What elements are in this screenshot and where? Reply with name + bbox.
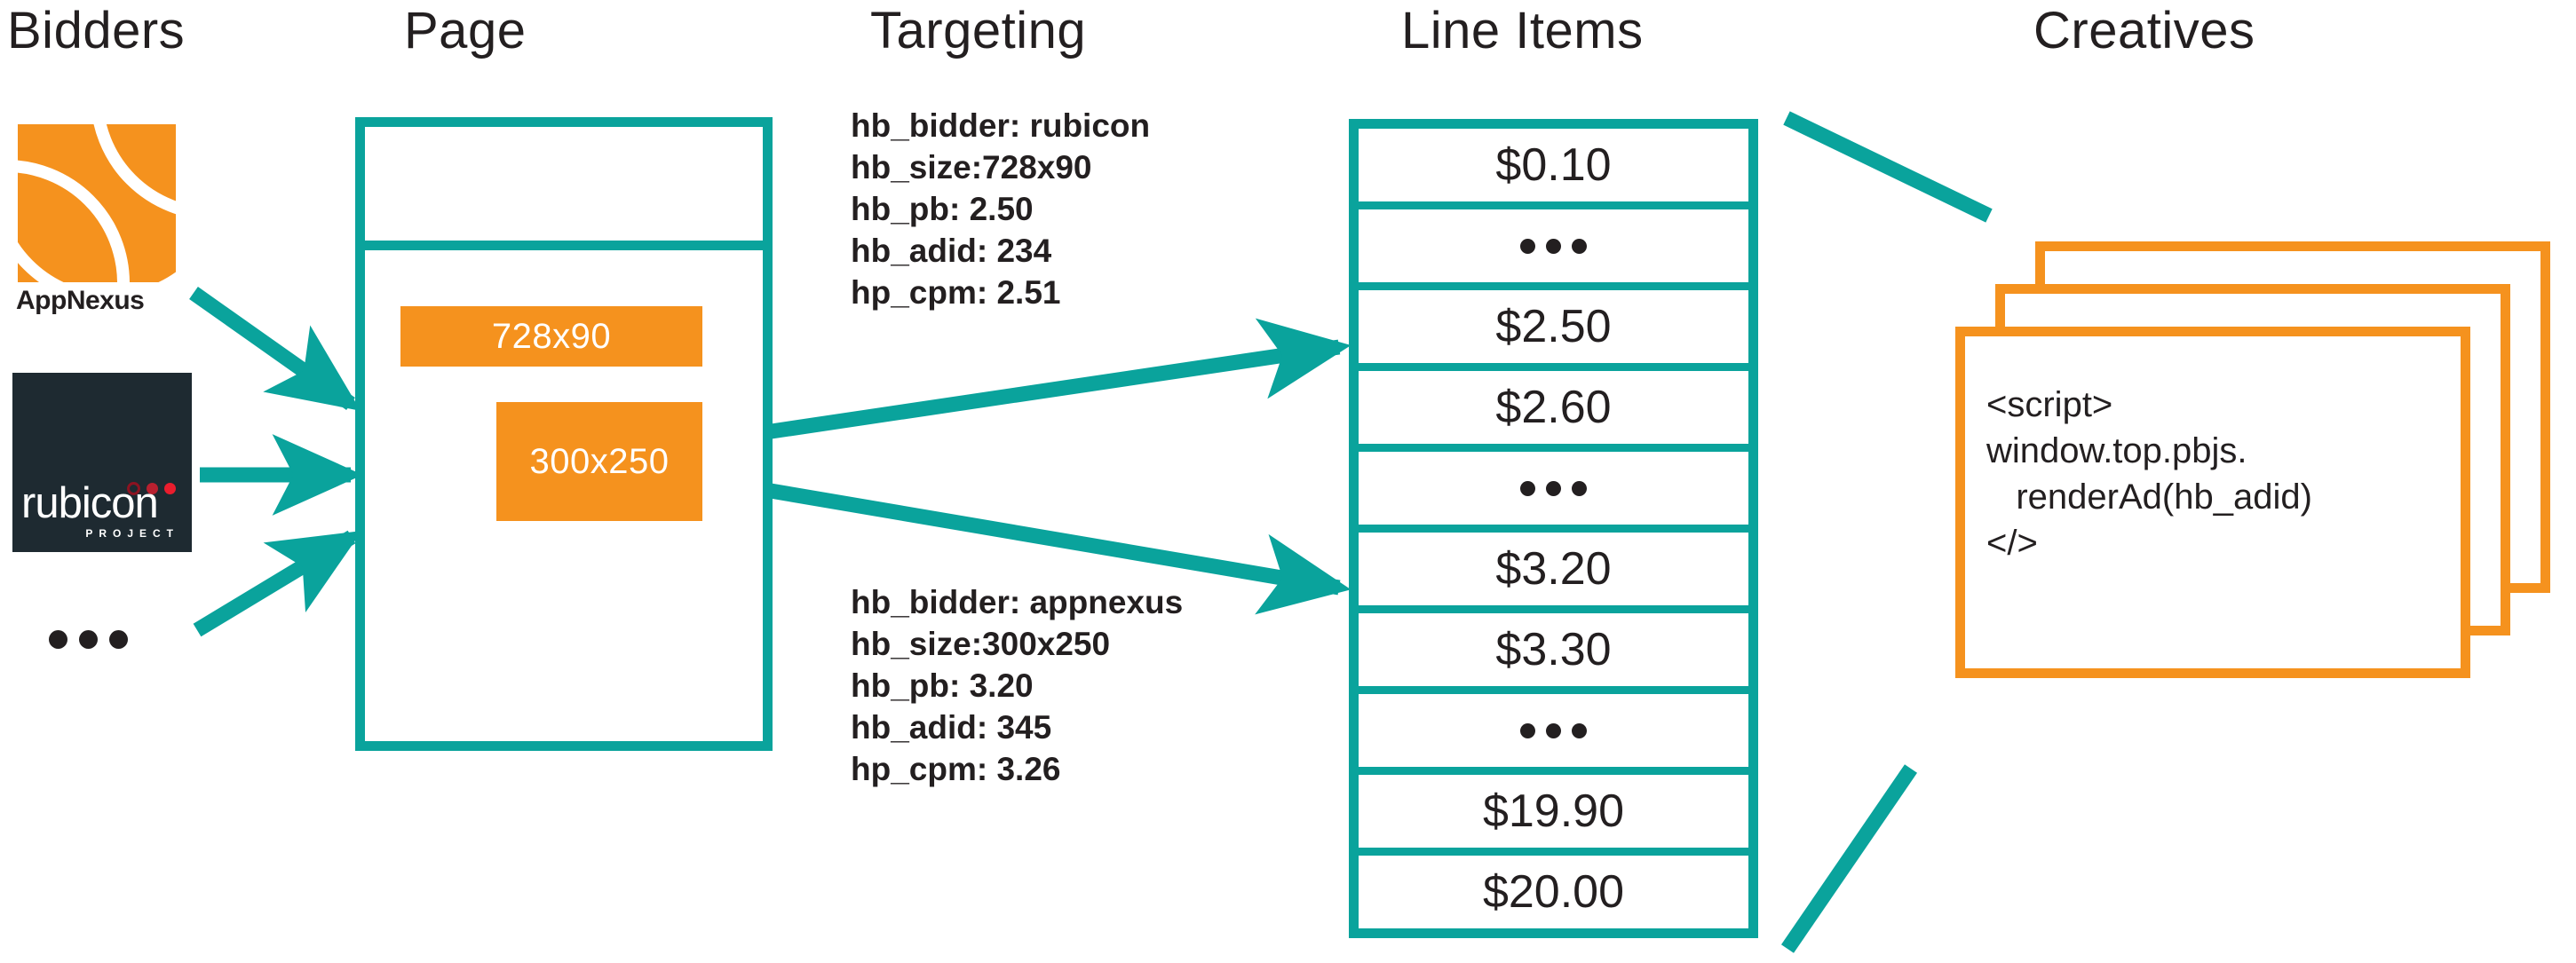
targeting-line: hb_pb: 3.20	[851, 667, 1034, 704]
line-item-row: $2.50	[1359, 290, 1748, 371]
connector-line-items-to-creatives-top	[1783, 111, 1993, 223]
rubicon-wordmark: rubicon	[21, 479, 159, 527]
targeting-line: hb_adid: 234	[851, 233, 1052, 269]
targeting-line: hb_adid: 345	[851, 709, 1052, 746]
column-heading-targeting: Targeting	[870, 2, 1087, 59]
connector-line-items-to-creatives-bottom	[1780, 764, 1918, 953]
line-item-row-ellipsis	[1359, 694, 1748, 775]
targeting-block-rubicon: hb_bidder: rubicon hb_size:728x90 hb_pb:…	[851, 105, 1150, 313]
line-item-row: $2.60	[1359, 371, 1748, 452]
ad-slot-728x90: 728x90	[400, 306, 702, 367]
ellipsis-dot	[79, 630, 98, 649]
rubicon-subwordmark: PROJECT	[85, 527, 179, 540]
column-heading-bidders: Bidders	[7, 2, 186, 59]
targeting-line: hp_cpm: 3.26	[851, 751, 1061, 787]
targeting-line: hb_bidder: appnexus	[851, 584, 1184, 620]
arrow-page-to-line-item-250	[764, 318, 1351, 440]
line-item-row-ellipsis	[1359, 209, 1748, 290]
page-container: 728x90 300x250	[355, 117, 773, 751]
line-item-row: $20.00	[1482, 866, 1625, 918]
ellipsis-icon	[1520, 722, 1587, 738]
creative-code-snippet: <script> window.top.pbjs. renderAd(hb_ad…	[1986, 385, 2312, 563]
ellipsis-icon	[1520, 238, 1587, 254]
line-item-row-ellipsis	[1359, 452, 1748, 533]
rubicon-dot-3	[164, 483, 176, 494]
line-item-row: $0.10	[1359, 129, 1748, 209]
targeting-block-appnexus: hb_bidder: appnexus hb_size:300x250 hb_p…	[851, 581, 1183, 790]
line-item-row: $19.90	[1359, 775, 1748, 856]
ellipsis-icon	[1520, 480, 1587, 496]
rubicon-project-logo-icon: rubicon PROJECT	[12, 373, 192, 552]
targeting-line: hp_cpm: 2.51	[851, 274, 1061, 311]
column-heading-creatives: Creatives	[2033, 2, 2255, 59]
creative-card-front	[1955, 327, 2470, 678]
rubicon-dot-1	[127, 482, 140, 495]
ad-slot-300x250: 300x250	[496, 402, 702, 521]
more-bidders-ellipsis	[49, 630, 128, 649]
line-items-table: $0.10 $2.50 $2.60 $3.20 $3.30 $19.90 $20…	[1349, 119, 1758, 938]
ellipsis-dot	[49, 630, 67, 649]
rubicon-dots	[127, 482, 176, 495]
line-item-row: $3.30	[1359, 613, 1748, 694]
arrow-appnexus-to-page	[189, 287, 361, 411]
page-header-divider	[365, 241, 763, 250]
ellipsis-dot	[109, 630, 128, 649]
arrow-other-bidders-to-page	[193, 530, 362, 637]
arrow-page-to-line-item-320	[764, 482, 1351, 615]
appnexus-logo-icon	[18, 124, 176, 282]
targeting-line: hb_bidder: rubicon	[851, 107, 1151, 144]
targeting-line: hb_size:728x90	[851, 149, 1092, 185]
targeting-line: hb_pb: 2.50	[851, 191, 1034, 227]
line-item-row: $3.20	[1359, 533, 1748, 613]
appnexus-wordmark: AppNexus	[16, 286, 145, 315]
targeting-line: hb_size:300x250	[851, 626, 1111, 662]
column-heading-line-items: Line Items	[1401, 2, 1644, 59]
column-heading-page: Page	[404, 2, 527, 59]
rubicon-dot-2	[147, 483, 158, 494]
